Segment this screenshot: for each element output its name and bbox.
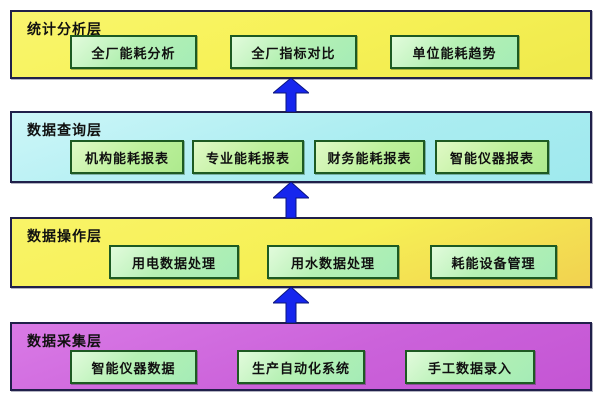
layer-data-query: 数据查询层 机构能耗报表 专业能耗报表 财务能耗报表 智能仪器报表 [10, 111, 592, 183]
node-smart-meter-report: 智能仪器报表 [435, 140, 549, 174]
up-arrow-icon [273, 287, 309, 323]
layer-data-operation: 数据操作层 用电数据处理 用水数据处理 耗能设备管理 [10, 217, 592, 288]
up-arrow-icon [273, 78, 309, 112]
layer-label: 数据操作层 [27, 229, 102, 245]
layer-data-collection: 数据采集层 智能仪器数据 生产自动化系统 手工数据录入 [10, 322, 592, 391]
node-unit-energy-trend: 单位能耗趋势 [390, 35, 519, 69]
node-electricity-data-processing: 用电数据处理 [109, 245, 239, 279]
node-org-energy-report: 机构能耗报表 [70, 140, 184, 174]
node-production-automation-system: 生产自动化系统 [237, 350, 365, 384]
up-arrow-icon [273, 182, 309, 218]
node-energy-device-management: 耗能设备管理 [430, 245, 557, 279]
layer-label: 数据采集层 [27, 334, 102, 350]
node-plant-energy-analysis: 全厂能耗分析 [70, 35, 197, 69]
node-plant-indicator-compare: 全厂指标对比 [230, 35, 357, 69]
layer-label: 数据查询层 [27, 123, 102, 139]
node-water-data-processing: 用水数据处理 [267, 245, 399, 279]
layer-statistical-analysis: 统计分析层 全厂能耗分析 全厂指标对比 单位能耗趋势 [10, 10, 592, 79]
node-finance-energy-report: 财务能耗报表 [314, 140, 425, 174]
layer-label: 统计分析层 [27, 22, 102, 38]
node-manual-data-entry: 手工数据录入 [405, 350, 535, 384]
node-smart-meter-data: 智能仪器数据 [70, 350, 197, 384]
node-specialty-energy-report: 专业能耗报表 [192, 140, 304, 174]
